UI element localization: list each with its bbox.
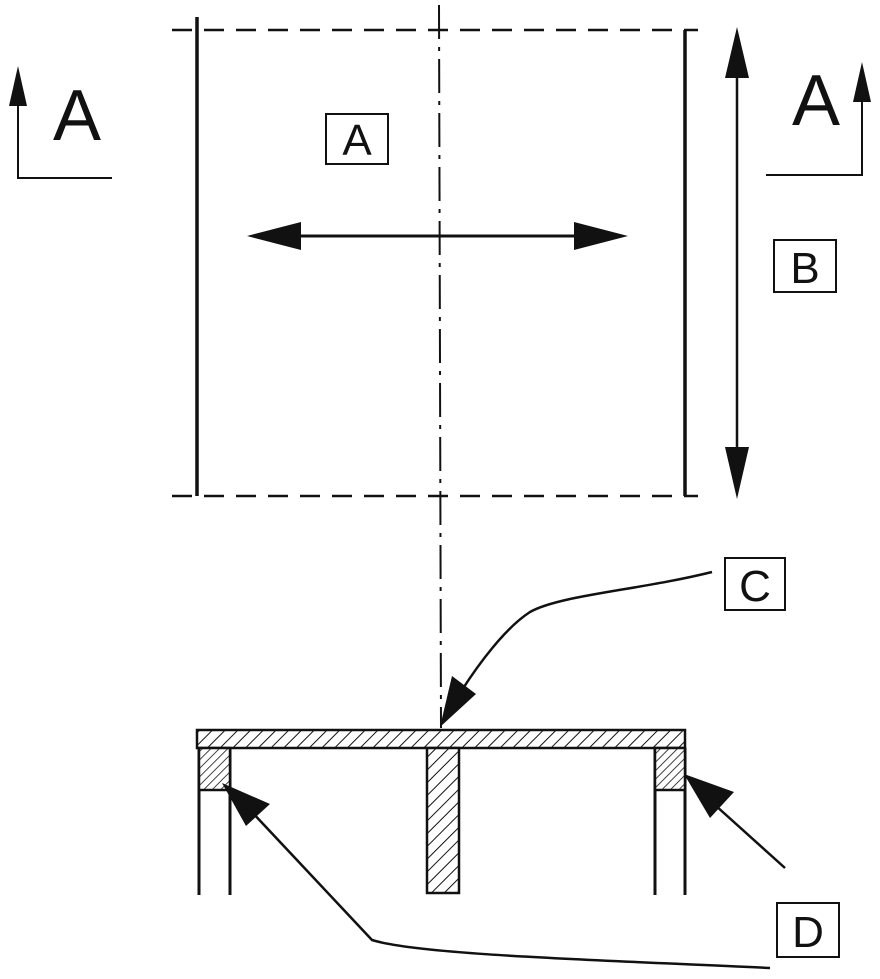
- center-rib-section: [425, 746, 461, 895]
- label-a-text: A: [342, 116, 372, 165]
- right-wall: [653, 746, 687, 895]
- label-d-text: D: [792, 908, 824, 957]
- section-marker-left: A: [9, 66, 112, 179]
- label-box-b: B: [773, 239, 837, 293]
- leader-c: [440, 570, 713, 727]
- label-box-d: D: [776, 902, 840, 958]
- section-label-right: A: [792, 61, 840, 141]
- label-box-c: C: [724, 557, 786, 611]
- section-marker-right: A: [766, 61, 871, 176]
- left-bond-section: [197, 746, 232, 792]
- center-line: [438, 4, 442, 729]
- leader-d-left: [222, 783, 771, 970]
- leader-d-right: [684, 774, 786, 869]
- top-view: A B: [172, 17, 837, 499]
- section-view: [195, 728, 687, 895]
- top-plate-section: [195, 728, 687, 750]
- label-box-a: A: [325, 113, 389, 165]
- left-wall: [197, 746, 232, 895]
- right-bond-section: [653, 746, 687, 792]
- label-c-text: C: [739, 562, 771, 611]
- label-b-text: B: [790, 244, 819, 293]
- section-label-left: A: [53, 76, 101, 156]
- horizontal-double-arrow: [247, 222, 628, 250]
- vertical-double-arrow: [725, 27, 749, 499]
